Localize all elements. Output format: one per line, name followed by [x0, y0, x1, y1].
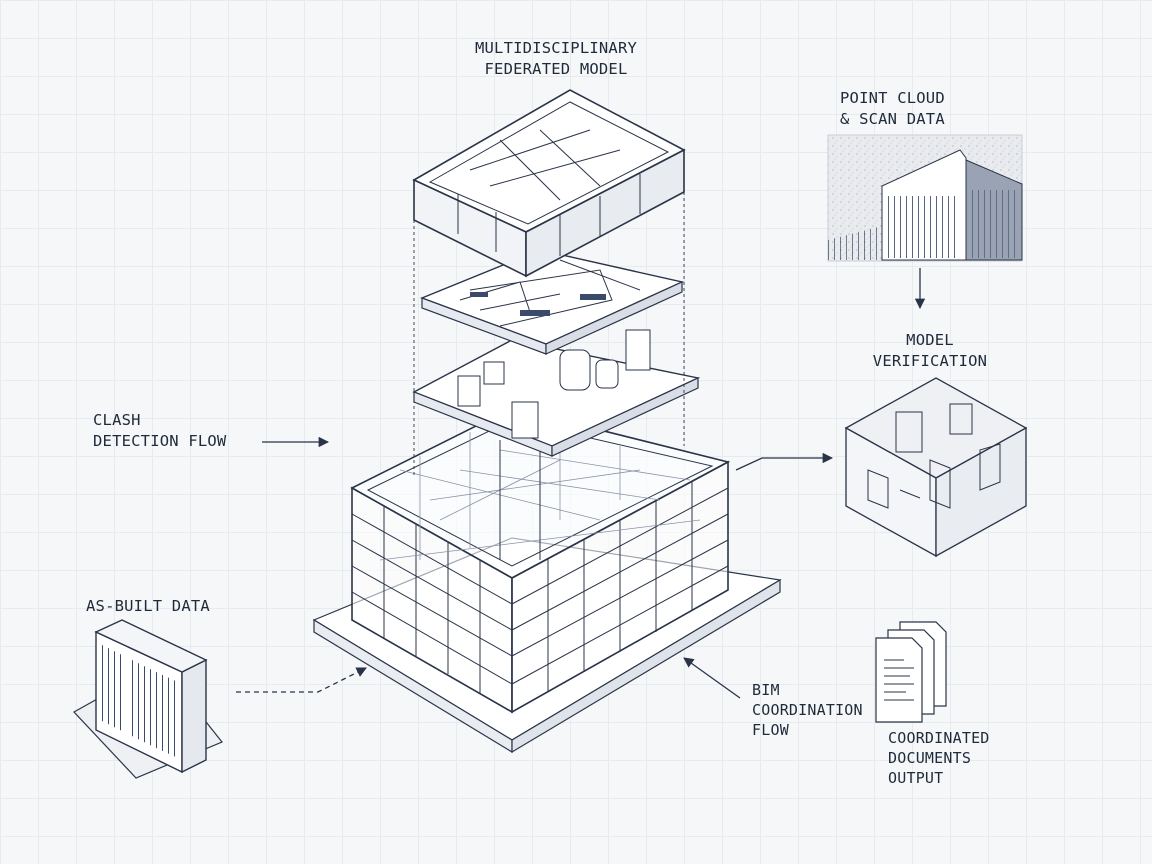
model-verification-label: MODEL VERIFICATION — [850, 330, 1010, 372]
arrow-to-verification — [735, 452, 834, 471]
explode-guide-lines — [413, 192, 685, 478]
coordinated-documents-stack — [875, 621, 947, 723]
as-built-line-1: AS-BUILT DATA — [86, 597, 210, 615]
model-verification-line-2: VERIFICATION — [872, 352, 988, 370]
clash-detection-label: CLASH DETECTION FLOW — [93, 410, 226, 452]
roof-module — [412, 89, 686, 278]
point-cloud-label: POINT CLOUD & SCAN DATA — [840, 88, 945, 130]
as-built-label: AS-BUILT DATA — [86, 596, 210, 617]
federated-model-label: MULTIDISCIPLINARY FEDERATED MODEL — [456, 38, 656, 80]
bim-coordination-label: BIM COORDINATION FLOW — [752, 680, 863, 740]
main-building — [350, 407, 731, 714]
coordinated-documents-line-3: OUTPUT — [888, 769, 944, 787]
bim-coordination-line-2: COORDINATION — [752, 701, 863, 719]
bim-coordination-line-1: BIM — [752, 681, 780, 699]
clash-detection-line-2: DETECTION FLOW — [93, 432, 227, 450]
verification-room — [844, 377, 1028, 558]
bim-coordination-line-3: FLOW — [752, 721, 789, 739]
clash-detection-line-1: CLASH — [93, 411, 141, 429]
federated-model-line-2: FEDERATED MODEL — [484, 60, 628, 78]
coordinated-documents-label: COORDINATED DOCUMENTS OUTPUT — [888, 728, 990, 788]
point-cloud-line-2: & SCAN DATA — [840, 110, 945, 128]
coordinated-documents-line-1: COORDINATED — [888, 729, 990, 747]
coordinated-documents-line-2: DOCUMENTS — [888, 749, 972, 767]
point-cloud-image — [827, 134, 1023, 262]
mep-slab — [420, 249, 685, 355]
federated-model-line-1: MULTIDISCIPLINARY — [474, 39, 638, 57]
equipment-slab — [412, 329, 701, 457]
arrow-as-built — [236, 667, 367, 693]
arrow-bim-coordination — [683, 657, 741, 699]
point-cloud-line-1: POINT CLOUD — [840, 89, 945, 107]
model-verification-line-1: MODEL — [906, 331, 954, 349]
as-built-rack — [73, 619, 223, 779]
